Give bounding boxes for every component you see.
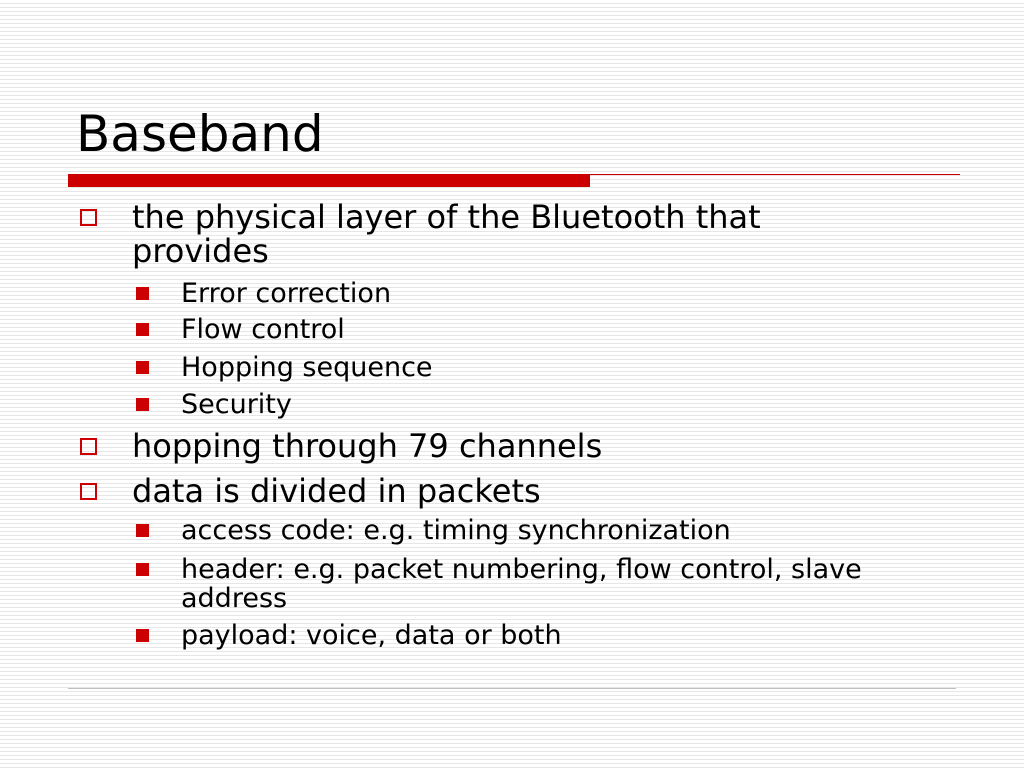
filled-square-bullet-icon <box>136 563 149 576</box>
hollow-square-bullet-icon <box>80 209 97 226</box>
sub-bullet-text: Flow control <box>181 314 345 345</box>
filled-square-bullet-icon <box>136 524 149 537</box>
hollow-square-bullet-icon <box>80 483 97 500</box>
slide-title: Baseband <box>76 105 324 163</box>
title-underline <box>68 174 960 188</box>
filled-square-bullet-icon <box>136 287 149 300</box>
filled-square-bullet-icon <box>136 398 149 411</box>
filled-square-bullet-icon <box>136 323 149 336</box>
hollow-square-bullet-icon <box>80 438 97 455</box>
filled-square-bullet-icon <box>136 361 149 374</box>
sub-bullet-text: Security <box>181 389 292 420</box>
sub-bullet-text: access code: e.g. timing synchronization <box>181 515 731 546</box>
footer-divider <box>68 688 956 689</box>
filled-square-bullet-icon <box>136 629 149 642</box>
title-underline-thick <box>68 174 590 187</box>
title-underline-thin <box>590 174 960 175</box>
bullet-text: hopping through 79 channels <box>132 427 603 465</box>
sub-bullet-text: Error correction <box>181 278 392 309</box>
bullet-text: data is divided in packets <box>132 472 541 510</box>
bullet-text: the physical layer of the Bluetooth that… <box>132 198 761 270</box>
sub-bullet-text: header: e.g. packet numbering, flow cont… <box>181 554 862 614</box>
sub-bullet-text: payload: voice, data or both <box>181 620 562 651</box>
sub-bullet-text: Hopping sequence <box>181 352 433 383</box>
